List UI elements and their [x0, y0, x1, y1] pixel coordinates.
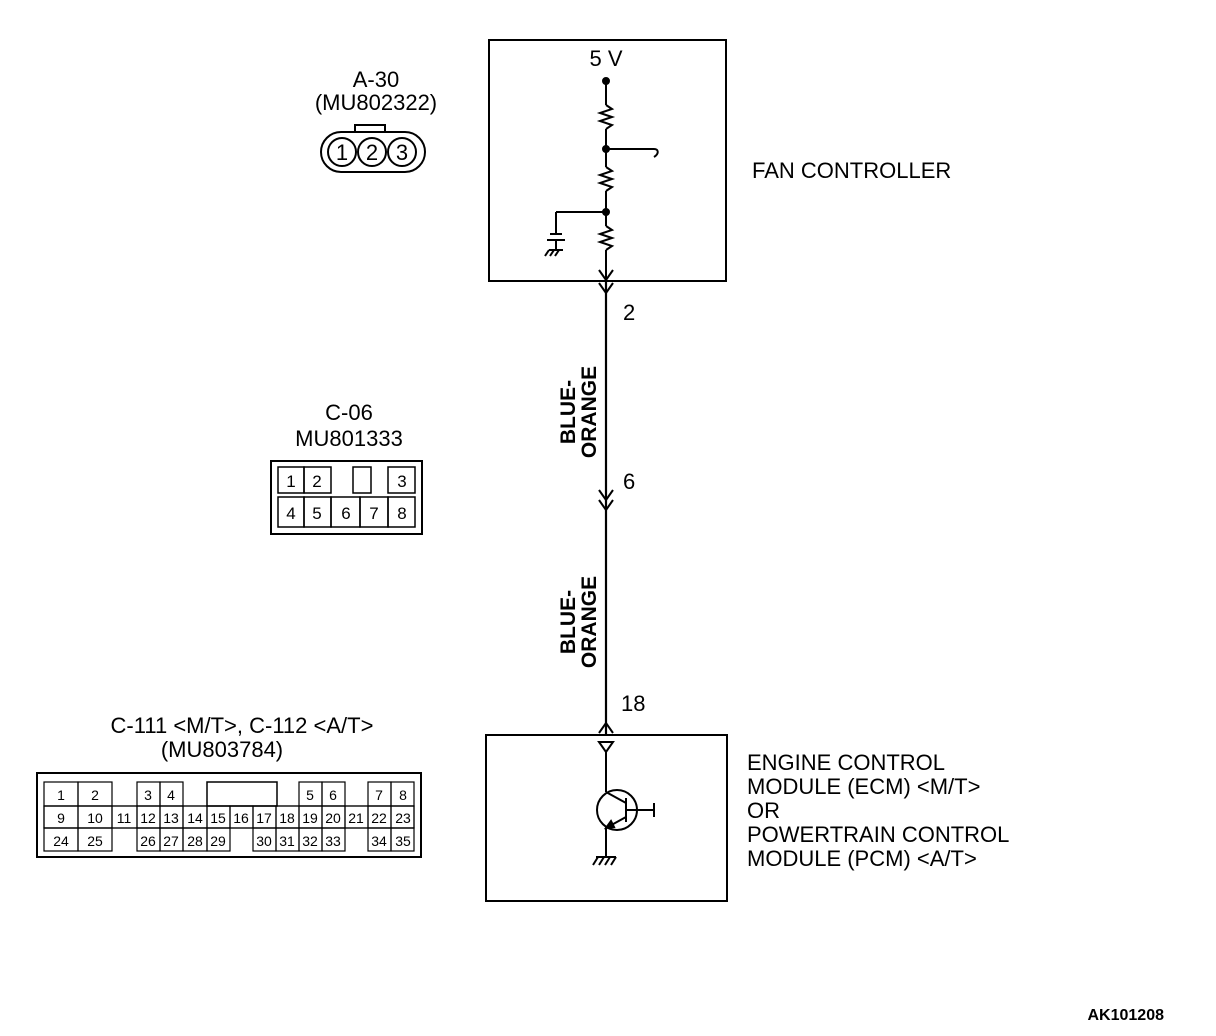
svg-text:ENGINE CONTROL: ENGINE CONTROL [747, 750, 945, 775]
wire-pin-ecm: 18 [621, 691, 645, 716]
svg-text:31: 31 [279, 833, 295, 849]
svg-text:5: 5 [306, 787, 314, 803]
svg-text:19: 19 [302, 810, 318, 826]
svg-text:BLUE-: BLUE- [557, 590, 580, 654]
wire-pin-fan-controller: 2 [623, 300, 635, 325]
connector-c111-name: C-111 <M/T>, C-112 <A/T> [111, 713, 374, 738]
connector-a30-body [320, 131, 426, 173]
figure-id: AK101208 [1088, 1007, 1165, 1024]
connector-c111-pin-25: 25 [77, 827, 113, 852]
svg-text:23: 23 [395, 810, 411, 826]
connector-a30: A-30 (MU802322) 1 2 3 [315, 67, 437, 173]
svg-text:18: 18 [279, 810, 295, 826]
connector-a30-pin-1: 1 [327, 137, 357, 167]
svg-text:3: 3 [397, 472, 406, 491]
fan-controller-label: FAN CONTROLLER [752, 158, 951, 183]
svg-text:6: 6 [329, 787, 337, 803]
svg-text:4: 4 [167, 787, 175, 803]
wire-terminal-fan-controller [598, 282, 614, 295]
svg-text:1: 1 [286, 472, 295, 491]
connector-c06-pin-3: 3 [387, 466, 416, 494]
svg-text:22: 22 [371, 810, 387, 826]
wire-pin-junction: 6 [623, 469, 635, 494]
connector-a30-pin-3: 3 [387, 137, 417, 167]
wire-junction-connector [598, 489, 614, 512]
svg-text:4: 4 [286, 504, 295, 523]
connector-a30-part: (MU802322) [315, 90, 437, 115]
svg-text:29: 29 [210, 833, 226, 849]
svg-text:16: 16 [233, 810, 249, 826]
svg-text:BLUE-: BLUE- [557, 380, 580, 444]
connector-a30-name: A-30 [353, 67, 399, 92]
svg-text:5: 5 [312, 504, 321, 523]
svg-text:13: 13 [163, 810, 179, 826]
svg-text:25: 25 [87, 833, 103, 849]
svg-text:30: 30 [256, 833, 272, 849]
svg-text:12: 12 [140, 810, 156, 826]
fan-controller-internal-circuit [544, 77, 659, 282]
connector-c06: C-06 MU801333 1 2 3 4 5 6 [270, 400, 423, 535]
connector-a30-pin-2: 2 [357, 137, 387, 167]
svg-text:2: 2 [91, 787, 99, 803]
svg-text:2: 2 [366, 140, 378, 165]
svg-text:20: 20 [325, 810, 341, 826]
connector-c111-body [36, 772, 422, 858]
svg-text:8: 8 [397, 504, 406, 523]
fan-controller: 5 V FAN CONTROLLER [488, 39, 951, 282]
connector-c111: C-111 <M/T>, C-112 <A/T> (MU803784) 1 2 … [36, 713, 422, 858]
svg-text:8: 8 [399, 787, 407, 803]
connector-c06-part: MU801333 [295, 426, 403, 451]
ecm-label: ENGINE CONTROL MODULE (ECM) <M/T> OR POW… [747, 750, 1009, 871]
svg-text:6: 6 [341, 504, 350, 523]
connector-c111-pin-29: 29 [206, 827, 231, 852]
svg-text:MODULE (ECM) <M/T>: MODULE (ECM) <M/T> [747, 774, 980, 799]
svg-text:26: 26 [140, 833, 156, 849]
signal-wire: 2 BLUE- ORANGE 6 BLUE- ORANGE 18 [557, 281, 645, 735]
svg-text:3: 3 [396, 140, 408, 165]
svg-text:OR: OR [747, 798, 780, 823]
connector-c06-pin-2: 2 [303, 466, 332, 494]
svg-text:7: 7 [375, 787, 383, 803]
svg-text:2: 2 [312, 472, 321, 491]
svg-text:28: 28 [187, 833, 203, 849]
svg-text:ORANGE: ORANGE [578, 366, 601, 458]
wire-terminal-ecm [598, 721, 614, 734]
svg-text:9: 9 [57, 810, 65, 826]
svg-text:15: 15 [210, 810, 226, 826]
svg-text:27: 27 [163, 833, 179, 849]
connector-c06-blank-cavity [352, 466, 372, 494]
svg-text:21: 21 [348, 810, 364, 826]
fan-controller-supply-label: 5 V [589, 46, 622, 71]
svg-text:1: 1 [336, 140, 348, 165]
svg-text:33: 33 [325, 833, 341, 849]
connector-c111-pin-35: 35 [390, 827, 415, 852]
connector-c06-pin-8: 8 [387, 496, 416, 528]
svg-text:3: 3 [144, 787, 152, 803]
svg-text:1: 1 [57, 787, 65, 803]
svg-text:7: 7 [369, 504, 378, 523]
svg-text:32: 32 [302, 833, 318, 849]
svg-text:ORANGE: ORANGE [578, 576, 601, 668]
connector-c111-pin-33: 33 [321, 827, 346, 852]
svg-text:10: 10 [87, 810, 103, 826]
ecm-transistor-circuit [592, 741, 655, 866]
connector-c111-pin-23: 23 [390, 805, 415, 829]
connector-c06-name: C-06 [325, 400, 373, 425]
svg-text:34: 34 [371, 833, 387, 849]
svg-text:11: 11 [117, 810, 132, 826]
ecm-module: ENGINE CONTROL MODULE (ECM) <M/T> OR POW… [485, 734, 1009, 902]
svg-text:POWERTRAIN CONTROL: POWERTRAIN CONTROL [747, 822, 1009, 847]
svg-text:MODULE (PCM) <A/T>: MODULE (PCM) <A/T> [747, 846, 977, 871]
svg-text:17: 17 [256, 810, 272, 826]
svg-text:24: 24 [53, 833, 69, 849]
connector-c111-part: (MU803784) [161, 737, 283, 762]
wire-color-upper: BLUE- ORANGE [557, 366, 601, 458]
svg-text:35: 35 [395, 833, 411, 849]
svg-text:14: 14 [187, 810, 203, 826]
wire-color-lower: BLUE- ORANGE [557, 576, 601, 668]
